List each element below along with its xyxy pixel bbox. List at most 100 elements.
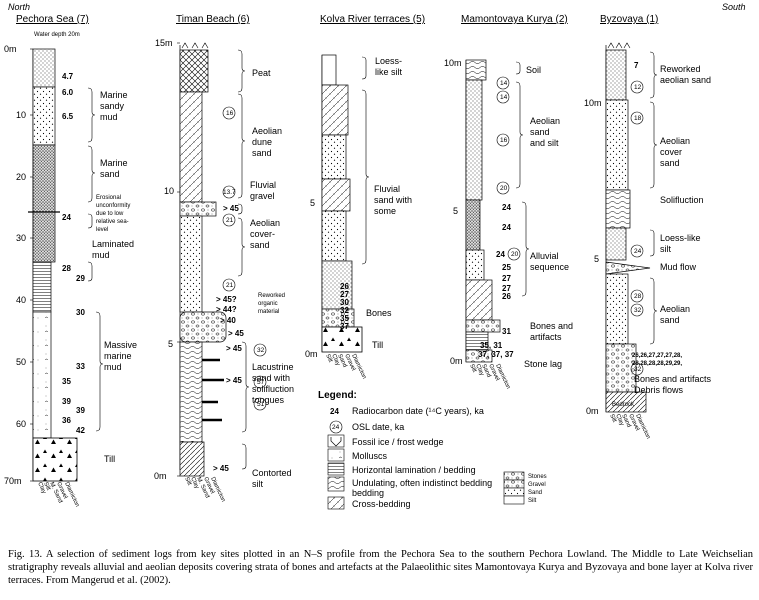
svg-text:5: 5 <box>310 198 315 208</box>
svg-text:> 44?: > 44? <box>216 305 237 314</box>
svg-text:40: 40 <box>16 295 26 305</box>
legend-osl: OSL date, ka <box>352 422 404 432</box>
site-title-byzovaya: Byzovaya (1) <box>600 14 658 25</box>
legend-undulating: Undulating, often indistinct bedding <box>352 478 492 488</box>
sediment-logs-figure: North South Pechora Sea (7) Water depth … <box>4 2 746 510</box>
legend-cross-bedding: Cross-bedding <box>352 499 411 509</box>
log-pechora-sea: Pechora Sea (7) Water depth 20m 0m 10 20… <box>4 14 137 508</box>
legend-stones: Stones <box>528 474 547 480</box>
svg-text:> 45?: > 45? <box>216 295 237 304</box>
legend-radiocarbon: Radiocarbon date (¹⁴C years), ka <box>352 406 484 416</box>
legend-silt: Silt <box>528 498 537 504</box>
svg-text:28: 28 <box>62 264 71 273</box>
unit-loess-like-silt-kolva: Loess-like silt <box>375 56 403 77</box>
unit-bones-artifacts-byz: Bones and artifacts <box>634 374 712 384</box>
unit-stone-lag: Stone lag <box>524 359 562 369</box>
svg-text:Sand: Sand <box>620 413 631 428</box>
log-timan-beach: Timan Beach (6) 15m 10 5 0m > 45 > 45? >… <box>154 14 294 503</box>
svg-text:> 45: > 45 <box>226 376 242 385</box>
svg-text:39: 39 <box>76 406 85 415</box>
svg-text:21: 21 <box>226 217 234 224</box>
svg-text:30: 30 <box>16 233 26 243</box>
unit-bones-kolva: Bones <box>366 308 392 318</box>
legend-molluscs: Molluscs <box>352 451 388 461</box>
svg-text:51: 51 <box>257 401 265 408</box>
svg-text:39: 39 <box>62 397 71 406</box>
south-label: South <box>722 2 746 12</box>
unit-bedrock: Bedrock <box>612 402 635 408</box>
byzovaya-age-7: 7 <box>634 61 639 70</box>
log-kolva-river: Kolva River terraces (5) 5 0m 26 27 30 3… <box>305 14 425 380</box>
svg-text:20: 20 <box>500 185 508 192</box>
svg-text:29: 29 <box>76 274 85 283</box>
svg-text:bedding: bedding <box>352 488 384 498</box>
svg-text:Clay: Clay <box>614 413 625 426</box>
svg-text:Clay: Clay <box>189 476 200 489</box>
svg-text:25: 25 <box>502 263 511 272</box>
svg-text:35: 35 <box>62 377 71 386</box>
svg-text:> 45: > 45 <box>223 204 239 213</box>
svg-text:42: 42 <box>76 426 85 435</box>
svg-text:30: 30 <box>340 298 349 307</box>
svg-text:6.0: 6.0 <box>62 88 74 97</box>
svg-text:27: 27 <box>502 274 511 283</box>
svg-text:Sand: Sand <box>480 363 491 378</box>
unit-debris-flows: Debris flows <box>634 385 684 395</box>
svg-text:Clay: Clay <box>474 363 485 376</box>
svg-text:10: 10 <box>16 110 26 120</box>
svg-text:32: 32 <box>257 347 265 354</box>
svg-text:Clay: Clay <box>330 353 341 366</box>
svg-text:24: 24 <box>332 424 340 431</box>
svg-text:0m: 0m <box>4 44 17 54</box>
svg-text:> 45: > 45 <box>228 329 244 338</box>
svg-text:32: 32 <box>634 307 642 314</box>
legend-lamination: Horizontal lamination / bedding <box>352 465 476 475</box>
legend-sand: Sand <box>528 490 542 496</box>
svg-text:5: 5 <box>594 254 599 264</box>
svg-text:24: 24 <box>496 250 505 259</box>
svg-text:37, 37, 37: 37, 37, 37 <box>478 350 514 359</box>
water-depth-label: Water depth 20m <box>34 32 80 38</box>
svg-text:14: 14 <box>500 94 508 101</box>
svg-text:18: 18 <box>634 115 642 122</box>
svg-text:10: 10 <box>164 186 174 196</box>
svg-text:35: 35 <box>340 314 349 323</box>
svg-text:24: 24 <box>330 407 339 416</box>
svg-text:24: 24 <box>634 248 642 255</box>
svg-text:36: 36 <box>62 416 71 425</box>
svg-text:24: 24 <box>502 223 511 232</box>
svg-text:0m: 0m <box>154 471 167 481</box>
svg-text:26: 26 <box>340 282 349 291</box>
svg-text:5: 5 <box>453 206 458 216</box>
svg-text:5: 5 <box>168 339 173 349</box>
svg-text:Silt: Silt <box>324 353 333 363</box>
unit-solifluction: Solifluction <box>660 195 704 205</box>
north-label: North <box>8 2 30 12</box>
site-title-timan-beach: Timan Beach (6) <box>176 14 250 25</box>
legend: Legend: 24 Radiocarbon date (¹⁴C years),… <box>318 390 547 510</box>
svg-text:14: 14 <box>500 80 508 87</box>
svg-text:27: 27 <box>502 284 511 293</box>
unit-till-kolva: Till <box>372 340 383 350</box>
svg-text:32: 32 <box>634 366 642 373</box>
svg-text:4.7: 4.7 <box>62 72 74 81</box>
legend-title: Legend: <box>318 390 357 401</box>
site-title-pechora-sea: Pechora Sea (7) <box>16 14 89 25</box>
svg-text:0m: 0m <box>450 356 463 366</box>
svg-text:21: 21 <box>226 282 234 289</box>
svg-text:20: 20 <box>16 172 26 182</box>
svg-text:31: 31 <box>502 327 511 336</box>
svg-text:35, 31: 35, 31 <box>480 341 503 350</box>
